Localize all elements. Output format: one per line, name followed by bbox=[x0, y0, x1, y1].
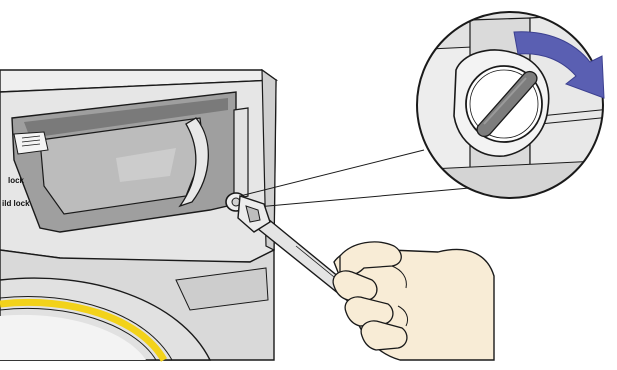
lock-post-body bbox=[234, 108, 248, 200]
hand-icon bbox=[333, 242, 494, 360]
lock-label: lock bbox=[8, 176, 25, 185]
child-lock-label: ild lock bbox=[2, 199, 30, 208]
drawer-left-edge bbox=[14, 132, 48, 154]
magnified-inset bbox=[410, 10, 617, 200]
